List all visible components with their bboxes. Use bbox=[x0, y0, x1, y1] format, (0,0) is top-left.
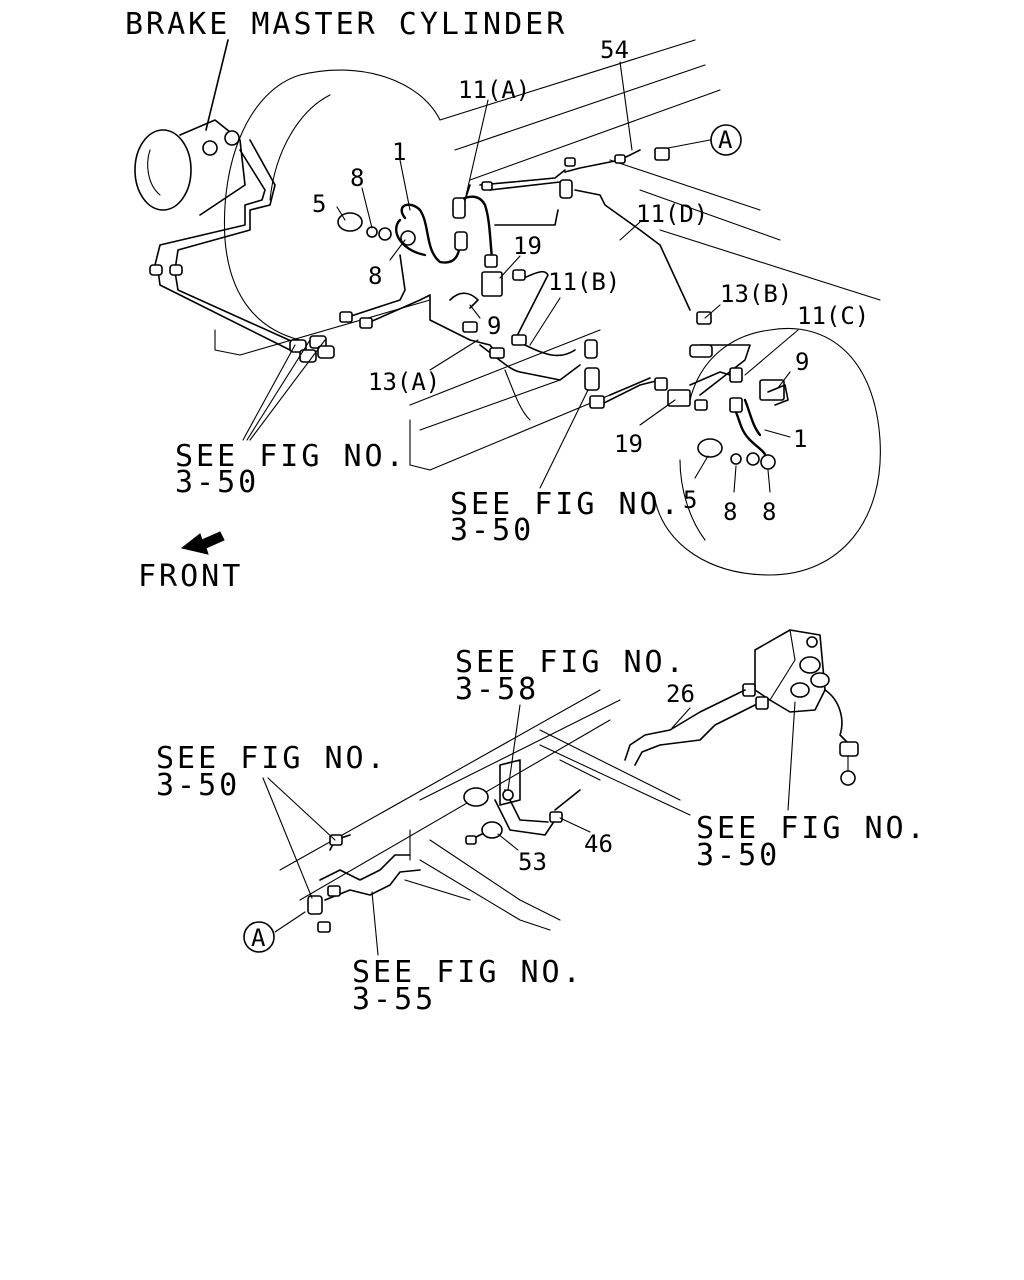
part-number-26: 26 bbox=[666, 680, 695, 708]
leader-lines-bottom bbox=[262, 701, 796, 956]
fittings-top bbox=[149, 147, 789, 470]
part-number-9-right: 9 bbox=[795, 348, 809, 376]
part-number-19-top: 19 bbox=[513, 232, 542, 260]
ref-mid-top-line2: 3-50 bbox=[450, 513, 534, 548]
ref-left-top-line2: 3-50 bbox=[175, 465, 259, 500]
proportioning-valve-assembly bbox=[742, 629, 859, 786]
fittings-bottom bbox=[307, 759, 563, 933]
diagram-title: BRAKE MASTER CYLINDER bbox=[125, 7, 567, 42]
part-number-11a: 11(A) bbox=[458, 76, 530, 104]
front-left-tire-outline bbox=[214, 69, 441, 356]
ref-left-bottom-line1: SEE FIG NO. bbox=[156, 741, 388, 776]
part-number-53: 53 bbox=[518, 848, 547, 876]
part-number-9-left: 9 bbox=[487, 312, 501, 340]
part-number-8-right-a: 8 bbox=[723, 498, 737, 526]
part-number-1-left: 1 bbox=[392, 138, 406, 166]
ref-mid-top-line1: SEE FIG NO. bbox=[450, 487, 682, 522]
part-number-8-top: 8 bbox=[350, 164, 364, 192]
part-number-1-right: 1 bbox=[793, 425, 807, 453]
front-arrow-icon bbox=[180, 531, 225, 555]
part-number-11d: 11(D) bbox=[636, 200, 708, 228]
ref-left-bottom-line2: 3-50 bbox=[156, 768, 240, 803]
part-number-8-right-b: 8 bbox=[762, 498, 776, 526]
connector-a-bottom-label: A bbox=[251, 924, 266, 952]
ref-355-line2: 3-55 bbox=[352, 982, 436, 1017]
rear-right-tire-outline bbox=[654, 328, 881, 576]
ref-right-bottom-line2: 3-50 bbox=[696, 838, 780, 873]
ref-358-line2: 3-58 bbox=[455, 672, 539, 707]
part-number-54: 54 bbox=[600, 36, 629, 64]
part-number-8-left: 8 bbox=[368, 262, 382, 290]
connector-a-top-label: A bbox=[718, 126, 733, 154]
brake-master-cylinder bbox=[134, 39, 246, 216]
brake-hoses bbox=[394, 195, 770, 464]
part-number-13b: 13(B) bbox=[720, 280, 792, 308]
brake-pipes-top bbox=[154, 139, 751, 406]
ref-358-line1: SEE FIG NO. bbox=[455, 645, 687, 680]
ref-right-bottom-line1: SEE FIG NO. bbox=[696, 811, 928, 846]
frame-rail-top bbox=[239, 39, 881, 471]
part-number-11b: 11(B) bbox=[548, 268, 620, 296]
connector-a-top bbox=[710, 124, 742, 156]
part-number-46: 46 bbox=[584, 830, 613, 858]
leader-lines-top bbox=[242, 61, 799, 493]
front-label: FRONT bbox=[138, 559, 243, 594]
part-number-19-bottom: 19 bbox=[614, 430, 643, 458]
part-number-5-right: 5 bbox=[683, 486, 697, 514]
connector-a-bottom bbox=[243, 921, 275, 953]
part-number-13a: 13(A) bbox=[368, 368, 440, 396]
part-number-5-left: 5 bbox=[312, 190, 326, 218]
ref-left-top-line1: SEE FIG NO. bbox=[175, 439, 407, 474]
part-number-11c: 11(C) bbox=[797, 302, 869, 330]
ref-355-line1: SEE FIG NO. bbox=[352, 955, 584, 990]
